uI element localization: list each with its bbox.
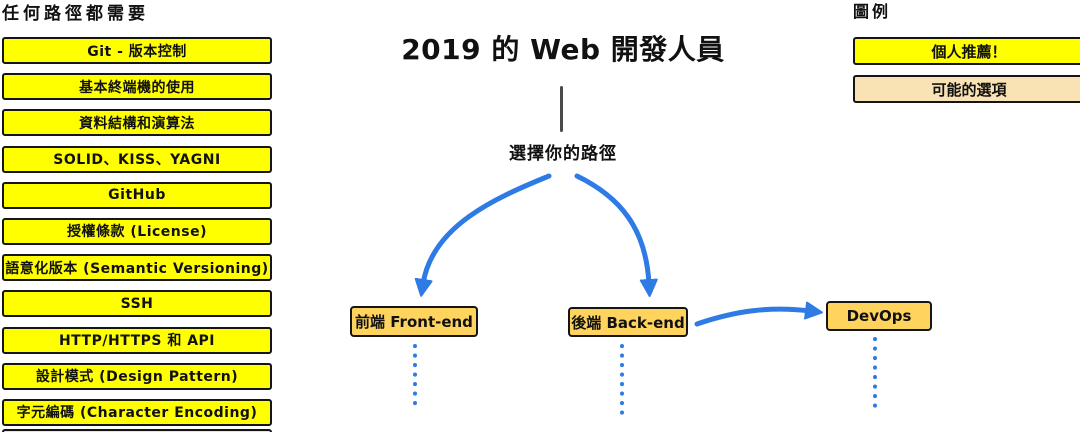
required-item-partial xyxy=(2,429,272,432)
path-node-devops: DevOps xyxy=(826,301,932,331)
required-item-solid-kiss-yagni: SOLID、KISS、YAGNI xyxy=(2,145,272,173)
required-section: 任何路徑都需要 Git - 版本控制 基本終端機的使用 資料結構和演算法 SOL… xyxy=(2,4,272,432)
path-node-backend: 後端 Back-end xyxy=(568,307,688,337)
required-item-design-pattern: 設計模式 (Design Pattern) xyxy=(2,362,272,390)
arrow-choose-to-frontend xyxy=(414,173,552,297)
required-item-ssh: SSH xyxy=(2,290,272,318)
legend-optional-box: 可能的選項 xyxy=(853,75,1080,103)
legend-title: 圖例 xyxy=(853,2,892,21)
required-item-char-encoding: 字元編碼 (Character Encoding) xyxy=(2,398,272,426)
arrow-choose-to-backend xyxy=(574,173,658,297)
required-item-data-structures: 資料結構和演算法 xyxy=(2,109,272,137)
required-item-http-api: HTTP/HTTPS 和 API xyxy=(2,326,272,354)
choose-path-label: 選擇你的路徑 xyxy=(509,144,617,164)
required-item-github: GitHub xyxy=(2,181,272,209)
required-item-git: Git - 版本控制 xyxy=(2,37,272,64)
arrow-backend-to-devops xyxy=(694,301,823,327)
page-title: 2019 的 Web 開發人員 xyxy=(401,33,725,66)
required-item-terminal: 基本終端機的使用 xyxy=(2,73,272,101)
required-item-semver: 語意化版本 (Semantic Versioning) xyxy=(2,254,272,282)
legend-section: 圖例 個人推薦！ 可能的選項 xyxy=(853,3,1080,113)
title-connector-line xyxy=(560,86,563,132)
required-item-license: 授權條款 (License) xyxy=(2,217,272,245)
legend-recommended-box: 個人推薦！ xyxy=(853,37,1080,65)
path-node-frontend: 前端 Front-end xyxy=(350,306,478,337)
required-section-title: 任何路徑都需要 xyxy=(2,4,149,24)
